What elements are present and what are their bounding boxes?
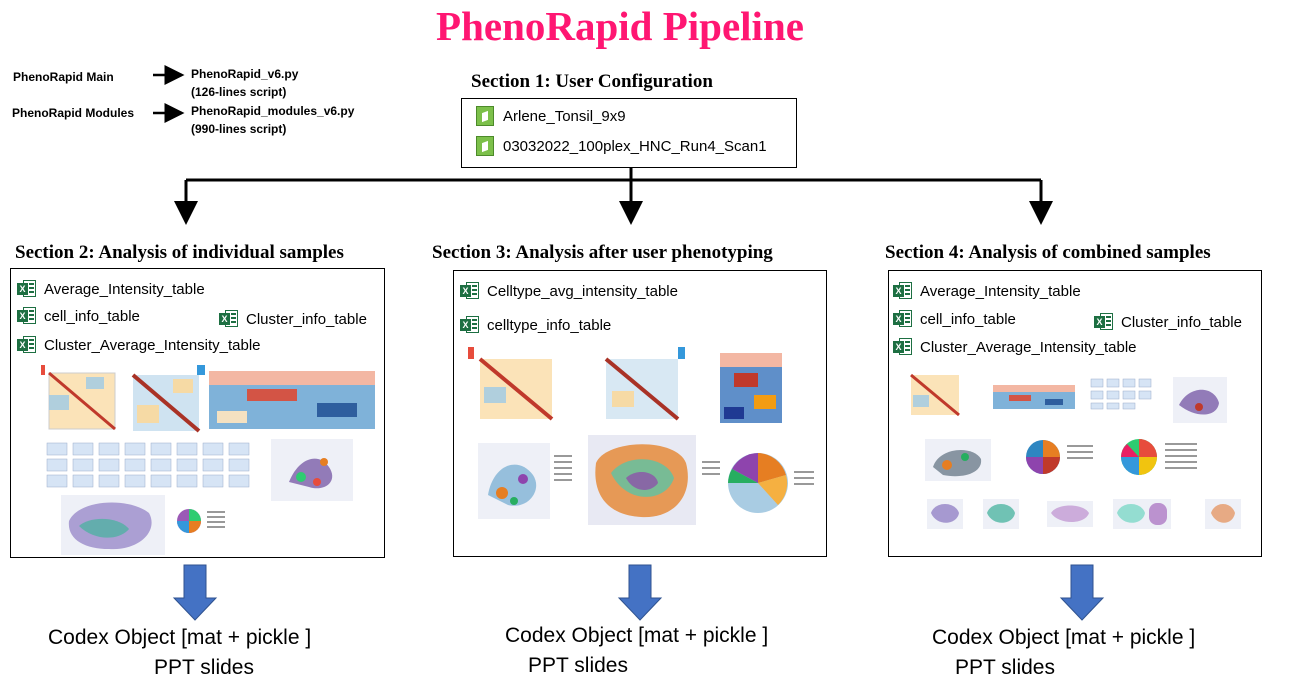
file-item: X Average_Intensity_table xyxy=(893,281,1081,301)
section3-heading: Section 3: Analysis after user phenotypi… xyxy=(432,242,773,263)
file-label: Average_Intensity_table xyxy=(920,282,1081,300)
script-line-count: (990-lines script) xyxy=(191,122,287,136)
pie-chart-thumbnail xyxy=(702,453,814,513)
file-label: cell_info_table xyxy=(44,307,140,325)
script-file-main: PhenoRapid_v6.py (126-lines script) xyxy=(191,65,298,101)
section2-box: X Average_Intensity_table X cell_info_ta… xyxy=(10,268,385,558)
excel-icon: X xyxy=(460,281,480,301)
output-codex-object-section2: Codex Object [mat + pickle ] xyxy=(48,626,312,649)
pie-chart-thumbnail xyxy=(177,509,225,533)
file-label: cell_info_table xyxy=(920,310,1016,328)
section4-box: X Average_Intensity_table X cell_info_ta… xyxy=(888,270,1262,557)
umap-grid-thumbnail xyxy=(46,442,250,488)
heatmap-thumbnail xyxy=(993,385,1075,409)
file-item: X Cluster_info_table xyxy=(1094,312,1242,332)
output-ppt-slides-section2: PPT slides xyxy=(154,656,254,679)
script-label-main: PhenoRapid Main xyxy=(13,70,114,84)
pie-chart-thumbnail xyxy=(1026,440,1093,474)
script-file-modules: PhenoRapid_modules_v6.py (990-lines scri… xyxy=(191,102,354,138)
file-item: X Cluster_Average_Intensity_table xyxy=(17,335,261,355)
heatmap-thumbnail xyxy=(720,353,782,423)
section3-box: X Celltype_avg_intensity_table X celltyp… xyxy=(453,270,827,557)
script-filename: PhenoRapid_v6.py xyxy=(191,67,299,81)
output-arrow-section4 xyxy=(1059,564,1105,621)
tissue-map-thumbnail xyxy=(1113,499,1171,529)
tissue-map-thumbnail xyxy=(588,435,696,525)
section2-heading: Section 2: Analysis of individual sample… xyxy=(15,242,344,263)
excel-icon: X xyxy=(893,309,913,329)
tissue-map-thumbnail xyxy=(61,495,165,555)
page-title: PhenoRapid Pipeline xyxy=(436,3,804,49)
file-label: Cluster_info_table xyxy=(1121,313,1242,331)
umap-grid-thumbnail xyxy=(1090,378,1152,410)
file-item: X cell_info_table xyxy=(17,306,140,326)
output-ppt-slides-section3: PPT slides xyxy=(528,654,628,677)
config-item-label: Arlene_Tonsil_9x9 xyxy=(503,107,626,125)
file-label: Cluster_Average_Intensity_table xyxy=(920,338,1137,356)
excel-icon: X xyxy=(219,309,239,329)
folder-icon xyxy=(476,106,494,126)
excel-icon: X xyxy=(17,335,37,355)
tissue-map-thumbnail xyxy=(1047,501,1093,527)
folder-icon xyxy=(476,136,494,156)
tissue-map-thumbnail xyxy=(927,499,963,529)
excel-icon: X xyxy=(17,306,37,326)
file-label: celltype_info_table xyxy=(487,316,612,334)
heatmap-thumbnail xyxy=(604,347,685,421)
output-codex-object-section3: Codex Object [mat + pickle ] xyxy=(505,624,769,647)
output-arrow-section2 xyxy=(172,564,218,621)
excel-icon: X xyxy=(1094,312,1114,332)
file-item: X Cluster_info_table xyxy=(219,309,367,329)
section4-heading: Section 4: Analysis of combined samples xyxy=(885,242,1211,263)
tissue-map-thumbnail xyxy=(1205,499,1241,529)
excel-icon: X xyxy=(893,337,913,357)
heatmap-thumbnail xyxy=(131,365,205,433)
section1-heading: Section 1: User Configuration xyxy=(471,71,713,92)
file-label: Cluster_info_table xyxy=(246,310,367,328)
file-item: X celltype_info_table xyxy=(460,315,611,335)
umap-thumbnail xyxy=(271,439,353,501)
file-label: Cluster_Average_Intensity_table xyxy=(44,336,261,354)
file-label: Celltype_avg_intensity_table xyxy=(487,282,678,300)
tissue-map-thumbnail xyxy=(983,499,1019,529)
heatmap-thumbnail xyxy=(41,365,116,431)
umap-thumbnail xyxy=(478,443,572,519)
config-item-label: 03032022_100plex_HNC_Run4_Scan1 xyxy=(503,137,767,155)
output-ppt-slides-section4: PPT slides xyxy=(955,656,1055,679)
heatmap-thumbnail xyxy=(910,373,960,417)
file-label: Average_Intensity_table xyxy=(44,280,205,298)
file-item: X Average_Intensity_table xyxy=(17,279,205,299)
section1-config-box: Arlene_Tonsil_9x9 03032022_100plex_HNC_R… xyxy=(461,98,797,168)
excel-icon: X xyxy=(893,281,913,301)
config-item: 03032022_100plex_HNC_Run4_Scan1 xyxy=(476,135,767,157)
excel-icon: X xyxy=(460,315,480,335)
pie-chart-thumbnail xyxy=(1121,439,1197,475)
file-item: X cell_info_table xyxy=(893,309,1016,329)
script-label-modules: PhenoRapid Modules xyxy=(12,106,135,120)
umap-thumbnail xyxy=(1173,377,1227,423)
heatmap-thumbnail xyxy=(468,347,554,421)
file-item: X Cluster_Average_Intensity_table xyxy=(893,337,1137,357)
output-codex-object-section4: Codex Object [mat + pickle ] xyxy=(932,626,1196,649)
heatmap-thumbnail xyxy=(209,371,375,429)
umap-thumbnail xyxy=(925,439,991,481)
script-line-count: (126-lines script) xyxy=(191,85,287,99)
excel-icon: X xyxy=(17,279,37,299)
script-filename: PhenoRapid_modules_v6.py xyxy=(191,104,355,118)
file-item: X Celltype_avg_intensity_table xyxy=(460,281,678,301)
config-item: Arlene_Tonsil_9x9 xyxy=(476,105,626,127)
output-arrow-section3 xyxy=(617,564,663,621)
